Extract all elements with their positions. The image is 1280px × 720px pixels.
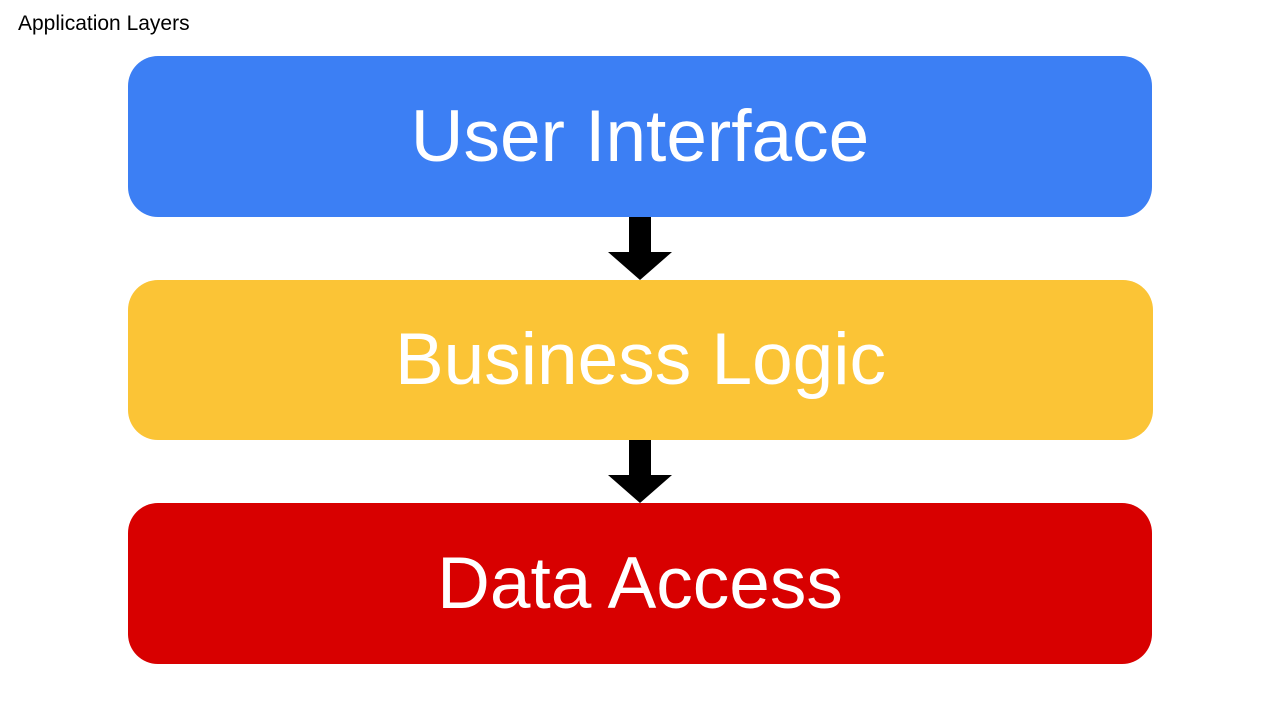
arrow-down-icon-business-logic-to-data-access (608, 440, 672, 503)
arrow-down-icon (608, 440, 672, 503)
layer-label-business-logic: Business Logic (394, 319, 886, 400)
layer-box-business-logic[interactable]: Business Logic (128, 280, 1153, 440)
arrow-down-icon-ui-to-business-logic (608, 217, 672, 280)
layer-box-user-interface[interactable]: User Interface (128, 56, 1152, 217)
page-title: Application Layers (18, 12, 190, 35)
layer-label-user-interface: User Interface (410, 95, 870, 177)
arrow-down-icon (608, 217, 672, 280)
layer-box-data-access[interactable]: Data Access (128, 503, 1152, 664)
layer-label-data-access: Data Access (437, 542, 843, 624)
